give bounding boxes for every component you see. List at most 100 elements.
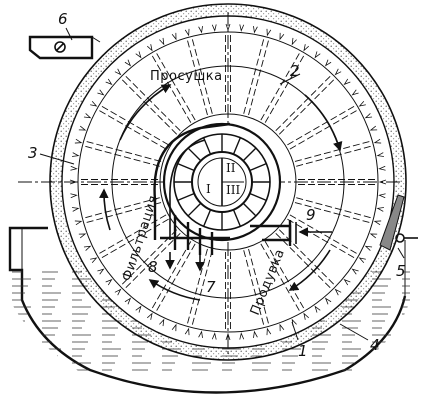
filter-arrow-tick — [351, 268, 359, 275]
filter-arrow-tick — [135, 305, 142, 313]
filter-arrow-tick — [124, 59, 132, 67]
drum-spoke — [100, 218, 169, 259]
filter-arrow-tick — [351, 89, 359, 96]
drum-spoke — [191, 38, 213, 114]
distributor-cell-wall — [177, 192, 195, 202]
filter-arrow-tick — [105, 78, 113, 86]
filter-arrow-tick — [114, 288, 122, 296]
distributor-cell-wall — [232, 209, 242, 227]
drum-spoke — [275, 232, 332, 289]
filter-arrow-tick — [279, 32, 285, 41]
filter-arrow-tick — [253, 25, 258, 34]
drum-spoke — [85, 140, 162, 162]
filter-arrow-tick — [253, 330, 258, 339]
drum-spoke — [191, 250, 213, 326]
callout-9: 9 — [306, 206, 316, 224]
drum-spoke — [124, 75, 181, 132]
drum-spoke — [260, 243, 301, 312]
drum-spoke — [260, 52, 301, 121]
filter-arrow-tick — [358, 101, 366, 107]
drum-spoke — [155, 52, 196, 121]
chamber-label-3: III — [226, 183, 240, 197]
distributor-cell-wall — [202, 209, 212, 227]
filter-arrow-tick — [373, 138, 382, 144]
filter-arrow-tick — [159, 318, 165, 327]
filter-arrow-tick — [291, 37, 297, 46]
filter-arrow-tick — [198, 25, 203, 34]
filter-arrow-tick — [70, 165, 78, 171]
distributor-cell-wall — [187, 202, 202, 217]
filter-arrow-tick — [70, 193, 78, 199]
filter-arrow-tick — [376, 152, 385, 157]
drum-spoke — [186, 39, 208, 116]
filter-arrow-tick — [184, 327, 190, 336]
chamber-label-1: I — [206, 182, 211, 196]
filter-arrow-tick — [159, 37, 165, 46]
drum-spoke — [248, 39, 270, 116]
drum-spoke — [121, 78, 178, 135]
drum-spoke — [287, 105, 356, 146]
callout-3: 3 — [28, 144, 38, 162]
filter-arrow-tick — [171, 32, 177, 41]
drum-spoke — [294, 202, 371, 224]
filter-arrow-tick — [303, 312, 309, 320]
filter-arrow-tick — [364, 245, 373, 251]
drum-spoke — [264, 241, 305, 310]
filter-arrow-tick — [239, 332, 245, 340]
filter-arrow-tick — [211, 332, 217, 340]
rotation-arrows — [99, 84, 343, 301]
filter-arrow-tick — [83, 113, 92, 119]
filter-arrow-tick — [114, 68, 122, 76]
filter-arrow-tick — [334, 68, 342, 76]
filter-arrow-tick — [171, 323, 177, 332]
scraper-knife — [379, 194, 418, 251]
distributor-cell-wall — [242, 202, 257, 217]
drum-spoke — [289, 109, 358, 150]
drum-spoke — [296, 197, 372, 219]
filter-arrow-tick — [378, 193, 386, 199]
drum-spoke — [85, 202, 162, 224]
filter-arrow-tick — [184, 28, 190, 37]
callout-4: 4 — [370, 336, 380, 354]
distributor-cell-wall — [187, 147, 202, 162]
drum-spoke — [186, 248, 208, 325]
drum-spoke — [155, 243, 196, 312]
filter-arrow-tick — [369, 233, 378, 239]
drum-spoke — [243, 38, 265, 114]
drum-spoke — [151, 241, 192, 310]
drum-spoke — [278, 78, 335, 135]
distributor-head — [153, 122, 297, 255]
filter-arrow-tick — [74, 138, 83, 144]
filter-arrow-tick — [71, 152, 80, 157]
callout-7: 7 — [206, 278, 216, 296]
filter-arrow-tick — [334, 288, 342, 296]
filter-arrow-tick — [343, 278, 351, 286]
filter-arrow-tick — [90, 257, 98, 263]
filter-arrow-tick — [90, 101, 98, 107]
drum-spoke — [84, 145, 160, 167]
drum-spoke — [124, 232, 181, 289]
filter-arrow-tick — [71, 207, 80, 212]
leader-lines — [39, 27, 405, 341]
drum-spoke — [243, 250, 265, 326]
drum-spoke — [275, 75, 332, 132]
drum-spoke — [248, 248, 270, 325]
filter-arrow-tick — [324, 297, 332, 305]
drum-spoke — [287, 218, 356, 259]
filter-arrow-tick — [266, 28, 272, 37]
filter-arrow-tick — [97, 268, 105, 275]
filter-arrow-tick — [135, 51, 142, 59]
distributor-cell-wall — [232, 137, 242, 155]
filter-arrow-tick — [314, 305, 321, 313]
distributor-cell-wall — [242, 147, 257, 162]
callout-5: 5 — [396, 262, 406, 280]
zone-label-drying: Просушка — [150, 69, 223, 84]
filter-arrow-tick — [378, 165, 386, 171]
callout-1: 1 — [298, 342, 308, 360]
filter-arrow-tick — [211, 24, 217, 32]
filter-arrow-tick — [147, 44, 153, 52]
filter-arrow-tick — [279, 323, 285, 332]
filter-arrow-tick — [78, 125, 87, 131]
drum-spoke — [294, 140, 371, 162]
filter-arrow-tick — [105, 278, 113, 286]
